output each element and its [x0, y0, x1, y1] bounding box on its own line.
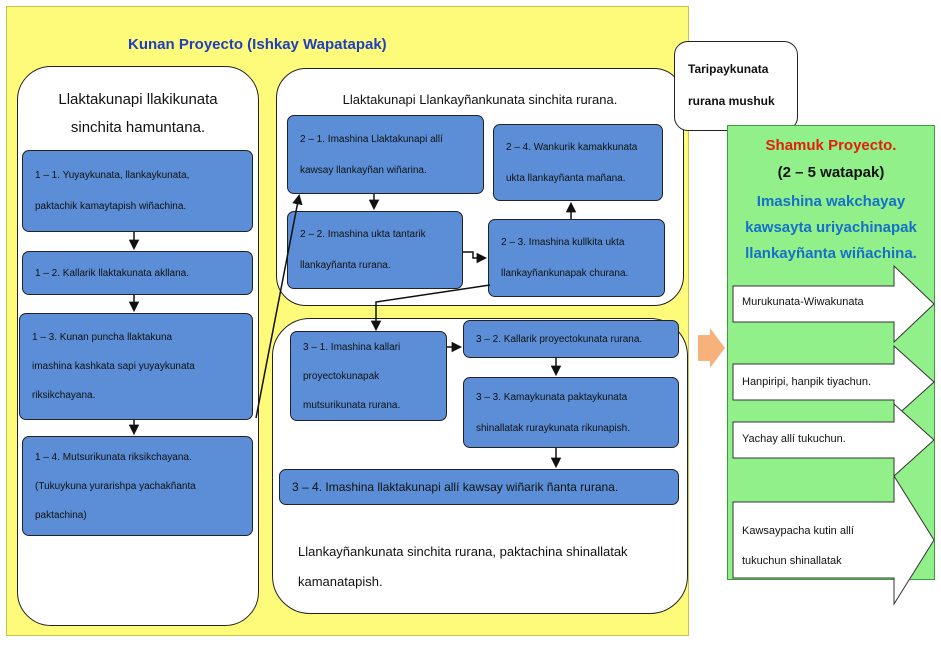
- step-2-4-line: ukta llankayñanta mañana.: [506, 172, 626, 184]
- step-1-2: 1 – 2. Kallarik llaktakunata akllana.: [22, 251, 253, 295]
- side-note-text: Taripaykunata rurana mushuk: [674, 53, 786, 117]
- future-subtitle-line: Imashina wakchayay: [756, 193, 906, 210]
- future-item-1: Murukunata-Wiwakunata: [742, 296, 864, 308]
- side-note-line: rurana mushuk: [688, 94, 775, 108]
- future-period: (2 – 5 watapak): [777, 164, 885, 181]
- left-phase-title: Llaktakunapi llakikunata sinchita hamunt…: [17, 86, 259, 142]
- step-1-2-line: 1 – 2. Kallarik llaktakunata akllana.: [35, 267, 189, 279]
- step-1-1: 1 – 1. Yuyaykunata, llankaykunata, pakta…: [22, 150, 253, 232]
- step-3-2: 3 – 2. Kallarik proyectokunata rurana.: [463, 320, 679, 358]
- step-1-3-line: 1 – 3. Kunan puncha llaktakuna: [32, 332, 173, 343]
- main-title: Kunan Proyecto (Ishkay Wapatapak): [128, 36, 387, 53]
- step-2-3-line: 2 – 3. Imashina kullkita ukta: [501, 237, 625, 248]
- step-1-3-line: riksikchayana.: [32, 390, 96, 401]
- step-3-3: 3 – 3. Kamaykunata paktaykunata shinalla…: [463, 377, 679, 448]
- step-1-1-line: 1 – 1. Yuyaykunata, llankaykunata,: [35, 170, 190, 181]
- future-subtitle: Imashina wakchayay kawsayta uriyachinapa…: [727, 189, 935, 267]
- step-2-1-line: 2 – 1. Imashina Llaktakunapi allí: [300, 133, 443, 145]
- future-item-4: Kawsaypacha kutin allí tukuchun shinalla…: [742, 516, 854, 576]
- step-3-4-line: 3 – 4. Imashina llaktakunapi allí kawsay…: [292, 479, 619, 494]
- step-2-3-line: llankayñankunapak churana.: [501, 268, 629, 279]
- step-1-4-line: 1 – 4. Mutsurikunata riksikchayana.: [35, 451, 192, 463]
- upper-phase-title: Llaktakunapi Llankayñankunata sinchita r…: [342, 92, 618, 107]
- step-3-2-line: 3 – 2. Kallarik proyectokunata rurana.: [476, 333, 643, 345]
- step-2-2-line: llankayñanta rurana.: [300, 260, 391, 271]
- future-item-4-line: tukuchun shinallatak: [742, 555, 842, 567]
- step-3-1: 3 – 1. Imashina kallari proyectokunapak …: [290, 331, 447, 421]
- step-2-4: 2 – 4. Wankurik kamakkunata ukta llankay…: [493, 124, 663, 201]
- step-3-1-line: proyectokunapak: [303, 370, 380, 382]
- step-1-1-line: paktachik kamaytapish wiñachina.: [35, 201, 187, 212]
- future-title: Shamuk Proyecto.: [765, 137, 897, 154]
- step-1-4: 1 – 4. Mutsurikunata riksikchayana. (Tuk…: [22, 436, 253, 536]
- step-3-1-line: 3 – 1. Imashina kallari: [303, 341, 401, 353]
- step-1-4-line: (Tukuykuna yurarishpa yachakñanta: [35, 480, 196, 492]
- side-note-box: [674, 41, 798, 131]
- step-3-4: 3 – 4. Imashina llaktakunapi allí kawsay…: [279, 469, 679, 505]
- future-item-3: Yachay allí tukuchun.: [742, 433, 846, 445]
- step-1-3-line: imashina kashkata sapi yuyaykunata: [32, 361, 195, 372]
- future-item-1-line: Murukunata-Wiwakunata: [742, 296, 864, 308]
- left-phase-title-line: Llaktakunapi llakikunata: [58, 91, 218, 108]
- step-2-2: 2 – 2. Imashina ukta tantarik llankayñan…: [287, 211, 463, 289]
- step-2-4-line: 2 – 4. Wankurik kamakkunata: [506, 141, 638, 153]
- left-phase-title-line: sinchita hamuntana.: [70, 119, 206, 136]
- step-2-3: 2 – 3. Imashina kullkita ukta llankayñan…: [488, 219, 665, 297]
- future-item-4-line: Kawsaypacha kutin allí: [742, 525, 854, 537]
- step-2-2-line: 2 – 2. Imashina ukta tantarik: [300, 229, 426, 240]
- future-item-2-line: Hanpiripi, hanpik tiyachun.: [742, 376, 872, 388]
- lower-phase-footer-line: Llankayñankunata sinchita rurana, paktac…: [298, 544, 628, 559]
- lower-phase-footer-line: kamanatapish.: [298, 574, 383, 589]
- step-2-1: 2 – 1. Imashina Llaktakunapi allí kawsay…: [287, 115, 484, 194]
- future-subtitle-line: llankayñanta wiñachina.: [745, 245, 917, 262]
- step-3-1-line: mutsurikunata rurana.: [303, 399, 401, 411]
- step-3-3-line: shinallatak ruraykunata rikunapish.: [476, 422, 630, 434]
- future-item-2: Hanpiripi, hanpik tiyachun.: [742, 376, 871, 388]
- transition-arrow: [698, 328, 725, 368]
- step-2-1-line: kawsay llankayñan wiñarina.: [300, 164, 427, 176]
- future-item-3-line: Yachay allí tukuchun.: [742, 433, 846, 445]
- step-3-3-line: 3 – 3. Kamaykunata paktaykunata: [476, 391, 628, 403]
- step-1-3: 1 – 3. Kunan puncha llaktakuna imashina …: [19, 313, 253, 420]
- lower-phase-footer: Llankayñankunata sinchita rurana, paktac…: [298, 537, 678, 597]
- side-note-line: Taripaykunata: [688, 62, 769, 76]
- step-1-4-line: paktachina): [35, 509, 87, 521]
- future-subtitle-line: kawsayta uriyachinapak: [745, 219, 917, 236]
